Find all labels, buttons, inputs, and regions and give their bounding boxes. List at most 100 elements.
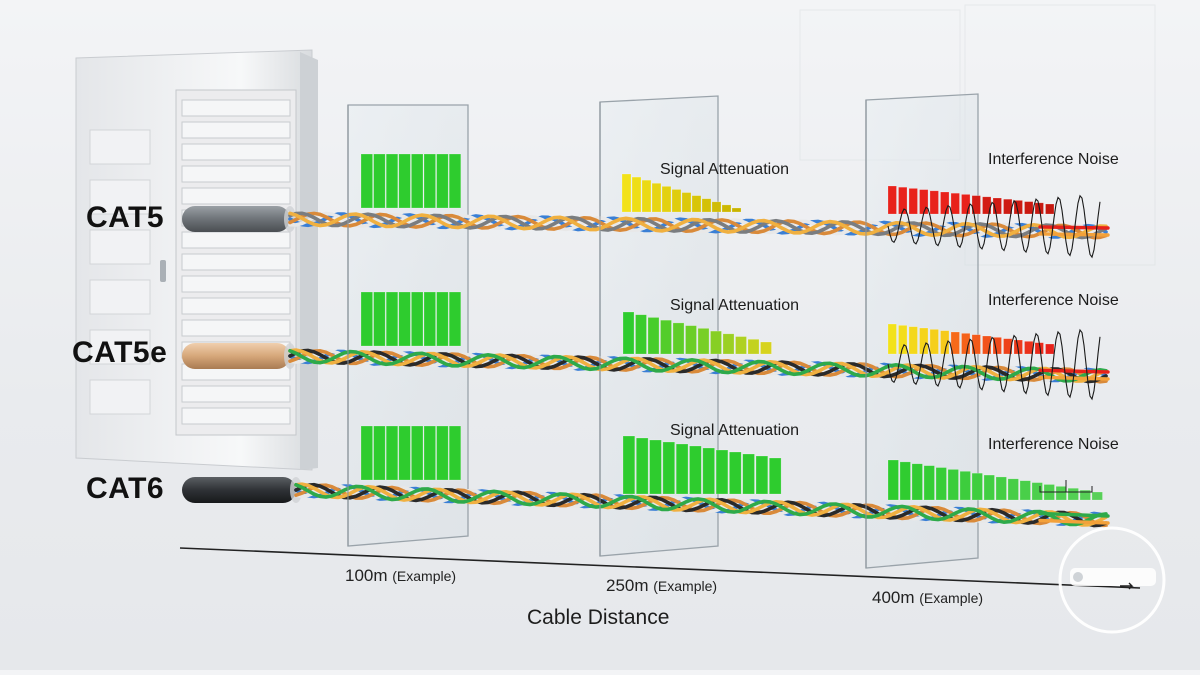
wire-end [1038,225,1110,230]
signal-bar [423,153,436,209]
signal-bar [729,451,742,495]
signal-bar [436,153,449,209]
signal-bar [923,465,935,501]
bars-100m-2 [360,291,462,347]
distance-label-400m: 400m (Example) [872,588,983,608]
signal-bar [635,437,649,495]
signal-bar [742,453,755,495]
interference-title-cat5e: Interference Noise [988,292,1119,309]
cable-cat5e [182,343,1110,384]
cable-jacket [182,206,290,232]
signal-bar [662,441,676,495]
signal-bar [992,337,1002,355]
twisted-wire [288,348,1108,384]
bracket-marker [1039,480,1093,493]
signal-bar [935,467,947,501]
signal-bar [710,330,722,355]
distance-value: 100m [345,566,388,585]
signal-bar [649,439,662,495]
signal-bar [1045,343,1055,355]
signal-bar [908,326,918,355]
signal-bar [1024,201,1034,215]
rack-slot [181,275,291,293]
signal-bar [919,189,929,215]
signal-bar [959,470,971,501]
signal-bar [681,192,692,213]
twisted-wire [288,212,1108,239]
signal-bar [721,204,732,213]
signal-bar [385,425,399,481]
bars-400m-cat6 [887,459,1103,501]
signal-bar [691,195,702,213]
signal-bar [887,323,897,355]
rack-slot [181,297,291,315]
cable-label-cat5e: CAT5e [72,336,168,369]
twisted-wire [288,211,1108,240]
signal-bar [701,198,712,213]
distance-note: (Example) [392,568,457,584]
watermark-logo-icon [1058,526,1166,634]
rack-slot [181,385,291,403]
signal-bar [971,472,983,501]
signal-bar [961,333,971,355]
signal-bar [908,188,918,215]
rack-panel [89,229,151,265]
rack-panel [89,129,151,165]
distance-label-100m: 100m (Example) [345,566,456,586]
rack-slot [181,165,291,183]
signal-bar [685,325,697,355]
rack-slot [181,407,291,425]
signal-bar [448,291,462,347]
signal-bar [635,314,647,355]
signal-bar [631,176,642,213]
signal-bar [661,186,672,213]
attenuation-title-cat6: Signal Attenuation [670,422,799,439]
signal-bar [671,189,682,213]
signal-bar [898,186,908,215]
signal-bar [373,291,386,347]
signal-bar [950,331,960,355]
signal-bar [899,461,911,501]
twisted-wire [288,349,1108,383]
bars-100m-3 [360,425,462,481]
signal-bar [448,425,462,481]
cable-cat6 [182,477,1110,528]
rack-panel [89,279,151,315]
signal-bar [940,191,950,215]
cable-cat5 [182,206,1110,240]
distance-note: (Example) [653,578,718,594]
distance-axis-line [179,547,1141,589]
signal-bar [385,153,399,209]
signal-bar [768,457,782,495]
signal-bar [641,179,652,213]
rack-panel [89,379,151,415]
signal-bar [755,455,769,495]
signal-bar [651,182,662,213]
signal-bar [947,469,959,501]
signal-bar [1024,341,1034,355]
cable-jacket [182,477,296,503]
signal-bar [660,319,672,355]
signal-bar [760,341,772,355]
distance-value: 250m [606,576,649,595]
twisted-wire [288,211,1108,240]
signal-bar [373,425,386,481]
cable-jacket [182,343,290,369]
signal-bar [360,291,373,347]
signal-bar [898,325,908,355]
signal-bar [983,474,995,501]
signal-bar [423,291,436,347]
signal-bar [747,338,760,355]
signal-bar [1091,491,1103,501]
bars-250m-cat5e [622,311,772,355]
signal-bar [697,328,710,355]
rack-slot [181,319,291,337]
signal-bar [929,190,939,215]
cable-label-cat5: CAT5 [86,201,165,234]
rack-slot [181,231,291,249]
wire-end [1038,518,1110,525]
signal-bar [911,463,923,501]
signal-bar [423,425,436,481]
signal-bar [1067,487,1079,501]
